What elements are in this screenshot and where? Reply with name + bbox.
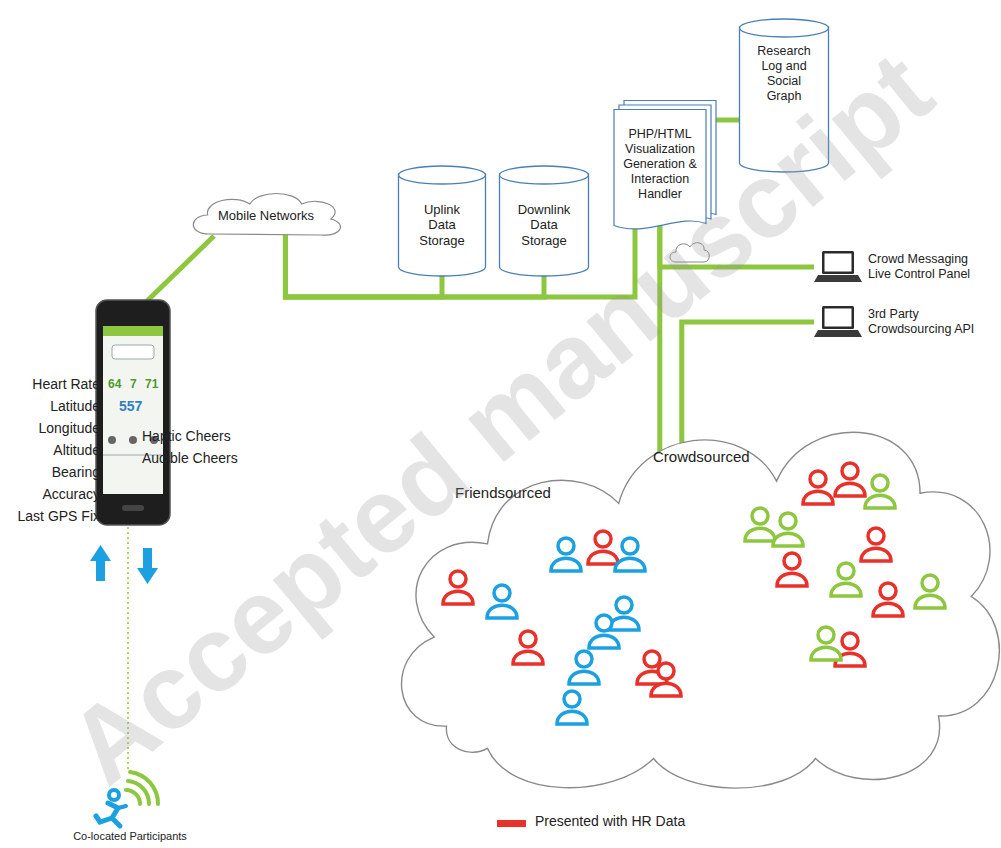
text-area: Mobile Networks — [207, 199, 325, 233]
participant-node: Co-located Participants — [40, 772, 220, 846]
legend-text: Presented with HR Data — [535, 813, 685, 829]
text-area: Crowd Messaging Live Control Panel — [868, 247, 990, 287]
storage-cylinder: Downlink Data Storage — [498, 165, 590, 277]
laptop-node: 3rd Party Crowdsourcing API — [812, 300, 994, 344]
crowdsourced-people — [745, 463, 945, 666]
storage-cylinder: Uplink Data Storage — [397, 165, 487, 277]
cylinder-body — [740, 27, 829, 172]
data-field: Accuracy — [0, 486, 100, 503]
group-label: Friendsourced — [455, 484, 551, 502]
phone-link — [146, 236, 214, 302]
small-cloud — [670, 243, 709, 262]
data-field: Altitude — [0, 442, 100, 459]
network-cloud: Mobile Networks — [185, 183, 347, 243]
text-area: PHP/HTML Visualization Generation & Inte… — [617, 116, 703, 212]
data-field: Latitude — [0, 398, 100, 415]
node-text: Research Log and Social Graph — [756, 44, 812, 104]
cylinder-top — [500, 166, 589, 184]
bigcloud-outline — [402, 432, 1000, 788]
node-text: Downlink Data Storage — [513, 202, 575, 249]
document-page — [614, 110, 706, 229]
runner-icon — [96, 772, 158, 826]
cylinder-body — [399, 174, 486, 276]
downlink-arrow — [137, 548, 158, 584]
cylinder-body — [500, 174, 589, 276]
uplink-arrow — [90, 545, 111, 581]
cylinder-top — [740, 19, 829, 37]
node-text: Co-located Participants — [73, 830, 187, 843]
data-field: Longitude — [0, 420, 100, 437]
text-area: Co-located Participants — [42, 774, 218, 843]
node-text: PHP/HTML Visualization Generation & Inte… — [618, 127, 702, 202]
screen-number: 557 — [119, 398, 142, 415]
text-area: Uplink Data Storage — [405, 185, 479, 265]
cylinder-top — [399, 166, 486, 184]
text-area: Downlink Data Storage — [506, 185, 582, 265]
connector — [659, 222, 660, 462]
friendsourced-people — [443, 531, 681, 724]
node-text: 3rd Party Crowdsourcing API — [868, 307, 986, 337]
smartphone — [96, 300, 170, 525]
laptop-icon — [814, 251, 862, 282]
dotted-link — [127, 527, 129, 772]
node-text: Crowd Messaging Live Control Panel — [868, 252, 986, 282]
screen-number: 64 — [108, 377, 121, 391]
data-field: Heart Rate — [0, 376, 100, 393]
feedback-label: Haptic Cheers — [142, 428, 231, 445]
data-field: Bearing — [0, 464, 100, 481]
group-label: Crowdsourced — [653, 448, 750, 466]
database-cylinder: Research Log and Social Graph — [738, 18, 830, 173]
screen-number: 71 — [145, 377, 158, 391]
node-text: Uplink Data Storage — [411, 202, 473, 249]
data-field: Last GPS Fix — [0, 508, 100, 525]
crowd-cloud: Friendsourced Crowdsourced — [385, 392, 1000, 797]
cloud-outline — [193, 194, 340, 236]
text-area: Research Log and Social Graph — [746, 44, 822, 161]
laptop-icon — [814, 306, 862, 337]
connector — [660, 222, 814, 267]
text-area: 3rd Party Crowdsourcing API — [868, 302, 990, 342]
screen-number: 7 — [130, 377, 137, 391]
connector — [713, 120, 741, 121]
node-text: Mobile Networks — [218, 208, 314, 224]
legend-swatch — [497, 820, 526, 827]
document-stack: PHP/HTML Visualization Generation & Inte… — [613, 100, 717, 232]
laptop-node: Crowd Messaging Live Control Panel — [812, 245, 994, 289]
feedback-label: Audible Cheers — [142, 450, 238, 467]
